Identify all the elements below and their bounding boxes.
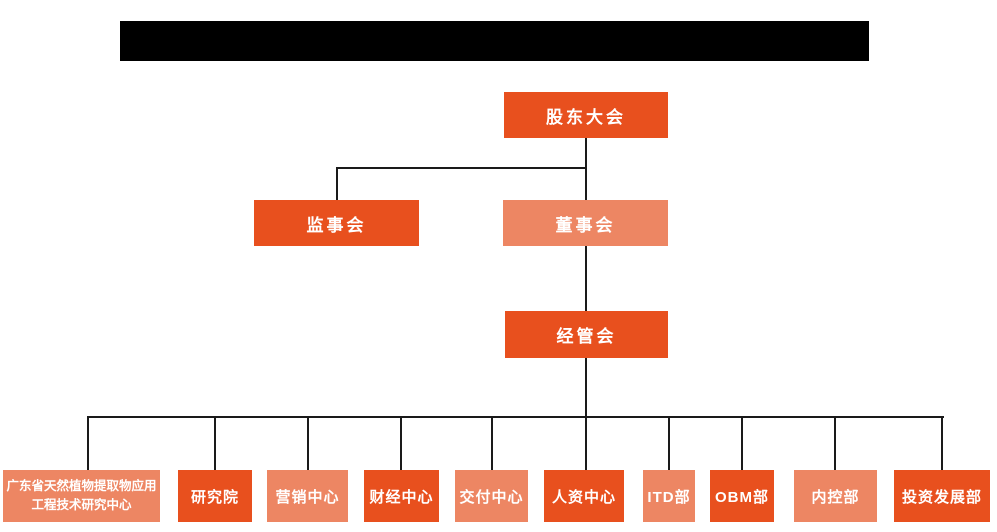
connector-drop-marketing-center [307, 416, 309, 470]
connector-drop-research-institute [214, 416, 216, 470]
connector-directors-to-management [585, 246, 587, 311]
node-dept-delivery-center: 交付中心 [455, 470, 528, 522]
connector-drop-itd [668, 416, 670, 470]
node-supervisory-board: 监事会 [254, 200, 419, 246]
connector-drop-internal-control [834, 416, 836, 470]
node-shareholders-meeting: 股东大会 [504, 92, 668, 138]
node-dept-investment-development: 投资发展部 [894, 470, 990, 522]
node-dept-obm: OBM部 [710, 470, 774, 522]
node-dept-research-institute: 研究院 [178, 470, 252, 522]
connector-departments-branch [87, 416, 944, 418]
connector-drop-supervisory-board [336, 167, 338, 200]
connector-drop-investment-development [941, 416, 943, 470]
connector-drop-research-center [87, 416, 89, 470]
connector-management-trunk [585, 358, 587, 418]
redacted-title-bar [120, 21, 869, 61]
node-dept-marketing-center: 营销中心 [267, 470, 348, 522]
node-dept-internal-control: 内控部 [794, 470, 877, 522]
node-dept-itd: ITD部 [643, 470, 695, 522]
connector-drop-hr-center [585, 416, 587, 470]
node-dept-research-center: 广东省天然植物提取物应用工程技术研究中心 [3, 470, 160, 522]
node-management-committee: 经管会 [505, 311, 668, 358]
node-dept-finance-center: 财经中心 [364, 470, 439, 522]
connector-level2-branch [336, 167, 587, 169]
connector-drop-delivery-center [491, 416, 493, 470]
node-dept-hr-center: 人资中心 [544, 470, 624, 522]
connector-drop-obm [741, 416, 743, 470]
node-board-of-directors: 董事会 [503, 200, 668, 246]
connector-drop-finance-center [400, 416, 402, 470]
